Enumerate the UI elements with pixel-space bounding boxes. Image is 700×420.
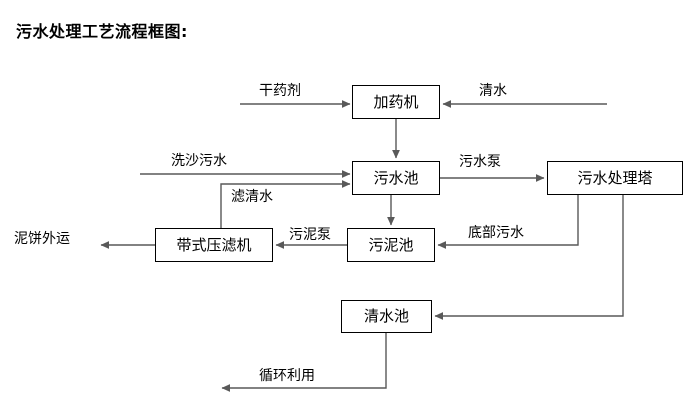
terminal-sand-wash-water: 洗沙污水 xyxy=(171,153,227,169)
node-belt-press[interactable]: 带式压滤机 xyxy=(155,228,273,262)
node-clear-pool-label: 清水池 xyxy=(363,307,409,325)
page-title: 污水处理工艺流程框图: xyxy=(16,22,188,41)
node-belt-press-label: 带式压滤机 xyxy=(176,235,252,254)
node-dosing-machine[interactable]: 加药机 xyxy=(352,85,440,119)
edge-label-sludge-pump: 污泥泵 xyxy=(289,227,331,243)
edge-treatment-tower-to-clear-pool xyxy=(434,195,624,320)
node-clear-pool[interactable]: 清水池 xyxy=(341,300,432,333)
edge-label-sewage-pump: 污水泵 xyxy=(459,154,501,170)
node-sludge-pool[interactable]: 污泥池 xyxy=(347,228,435,262)
edge-belt-press-to-sewage-pool xyxy=(220,180,351,228)
edge-label-recycle-reuse: 循环利用 xyxy=(259,368,315,384)
node-dosing-machine-label: 加药机 xyxy=(373,92,419,111)
node-sewage-pool-label: 污水池 xyxy=(373,168,419,187)
terminal-clean-water: 清水 xyxy=(479,83,507,99)
node-treatment-tower-label: 污水处理塔 xyxy=(577,168,653,187)
terminal-mud-cake-out: 泥饼外运 xyxy=(14,231,70,247)
node-sewage-pool[interactable]: 污水池 xyxy=(352,161,440,195)
edge-label-filtered-clear-water: 滤清水 xyxy=(231,189,273,205)
edge-clear-pool-to-recycle xyxy=(221,333,387,392)
node-treatment-tower[interactable]: 污水处理塔 xyxy=(547,161,683,195)
terminal-dry-chemical: 干药剂 xyxy=(259,83,301,99)
edge-treatment-tower-to-sludge-pool xyxy=(437,195,579,249)
node-sludge-pool-label: 污泥池 xyxy=(368,235,414,254)
edge-label-bottom-sewage: 底部污水 xyxy=(468,225,524,241)
